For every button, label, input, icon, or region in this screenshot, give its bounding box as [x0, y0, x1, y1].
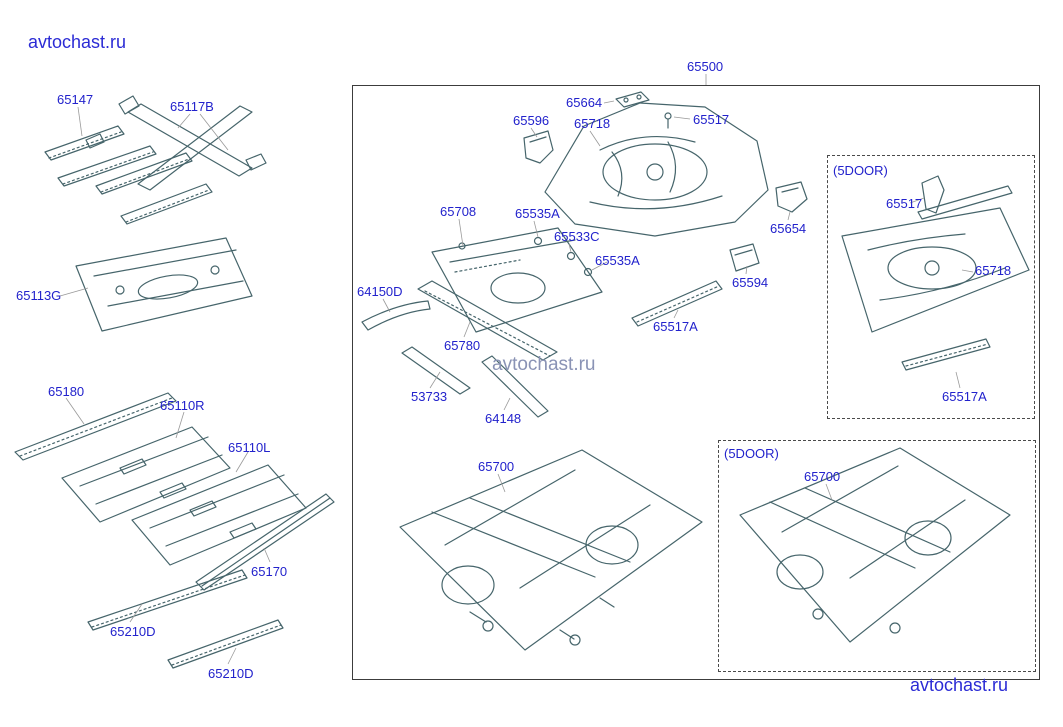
part-drawing-65596	[523, 130, 554, 164]
part-label-65110R[interactable]: 65110R	[160, 398, 205, 413]
part-drawing-65533C	[566, 251, 576, 261]
part-label-65664[interactable]: 65664	[566, 95, 603, 110]
part-label-65708[interactable]: 65708	[440, 204, 477, 219]
watermark-center: avtochast.ru	[492, 354, 596, 375]
variant-note-5door-bottom: (5DOOR)	[724, 446, 779, 461]
part-label-65117B[interactable]: 65117B	[170, 99, 214, 114]
part-label-65180[interactable]: 65180	[48, 384, 85, 399]
part-label-65210D-front[interactable]: 65210D	[110, 624, 156, 639]
part-label-65533C[interactable]: 65533C	[554, 229, 600, 244]
part-drawing-65535A-1	[533, 236, 543, 246]
part-drawing-65780	[417, 280, 558, 361]
part-drawing-65113G	[75, 237, 253, 332]
part-label-65500[interactable]: 65500	[687, 59, 724, 74]
part-drawing-65535A-2	[583, 267, 593, 277]
five-door-variant-box-top	[827, 155, 1035, 419]
part-drawing-65517-stud	[664, 112, 672, 129]
part-label-65718-5door[interactable]: 65718	[975, 263, 1012, 278]
part-drawing-65180	[14, 392, 177, 461]
part-label-65517-5door[interactable]: 65517	[886, 196, 923, 211]
part-label-65594[interactable]: 65594	[732, 275, 769, 290]
part-label-65517[interactable]: 65517	[693, 112, 730, 127]
part-drawing-65117B	[95, 95, 267, 225]
part-label-65700-5door[interactable]: 65700	[804, 469, 841, 484]
five-door-variant-box-bottom	[718, 440, 1036, 672]
part-label-65170[interactable]: 65170	[251, 564, 288, 579]
part-drawing-65664	[615, 91, 650, 108]
part-drawing-65147	[44, 125, 157, 187]
part-label-65780[interactable]: 65780	[444, 338, 481, 353]
part-drawing-65594	[729, 243, 760, 272]
site-link-bottom-right[interactable]: avtochast.ru	[910, 675, 1009, 695]
part-drawing-65210D-rear	[167, 619, 284, 669]
part-label-65147[interactable]: 65147	[57, 92, 94, 107]
part-label-65718[interactable]: 65718	[574, 116, 611, 131]
part-label-64148[interactable]: 64148	[485, 411, 522, 426]
part-label-65210D-rear[interactable]: 65210D	[208, 666, 254, 681]
part-label-65517A-5door[interactable]: 65517A	[942, 389, 987, 404]
part-drawing-65110L	[131, 464, 307, 566]
part-drawing-53733	[401, 346, 471, 395]
part-label-65535A-2[interactable]: 65535A	[595, 253, 640, 268]
part-drawing-65700-5door-frame	[739, 447, 1011, 643]
assembly-boundary-box	[352, 85, 1040, 680]
part-label-65113G[interactable]: 65113G	[16, 288, 62, 303]
part-label-65535A-1[interactable]: 65535A	[515, 206, 560, 221]
part-label-65700[interactable]: 65700	[478, 459, 515, 474]
part-label-53733[interactable]: 53733	[411, 389, 448, 404]
part-drawing-65517A-5door	[901, 338, 991, 371]
part-drawing-65517-5door	[917, 175, 1013, 220]
part-label-65654[interactable]: 65654	[770, 221, 807, 236]
site-link-top-left[interactable]: avtochast.ru	[28, 32, 127, 52]
part-label-65596[interactable]: 65596	[513, 113, 550, 128]
part-label-65110L[interactable]: 65110L	[228, 440, 271, 455]
part-label-64150D[interactable]: 64150D	[357, 284, 403, 299]
part-drawing-65210D-front	[87, 569, 248, 631]
part-drawing-65110R	[61, 426, 231, 523]
part-drawing-65654	[775, 181, 808, 213]
part-label-65517A[interactable]: 65517A	[653, 319, 698, 334]
part-drawing-64150D	[361, 300, 431, 331]
part-drawing-65700-frame	[399, 449, 703, 651]
variant-note-5door-top: (5DOOR)	[833, 163, 888, 178]
